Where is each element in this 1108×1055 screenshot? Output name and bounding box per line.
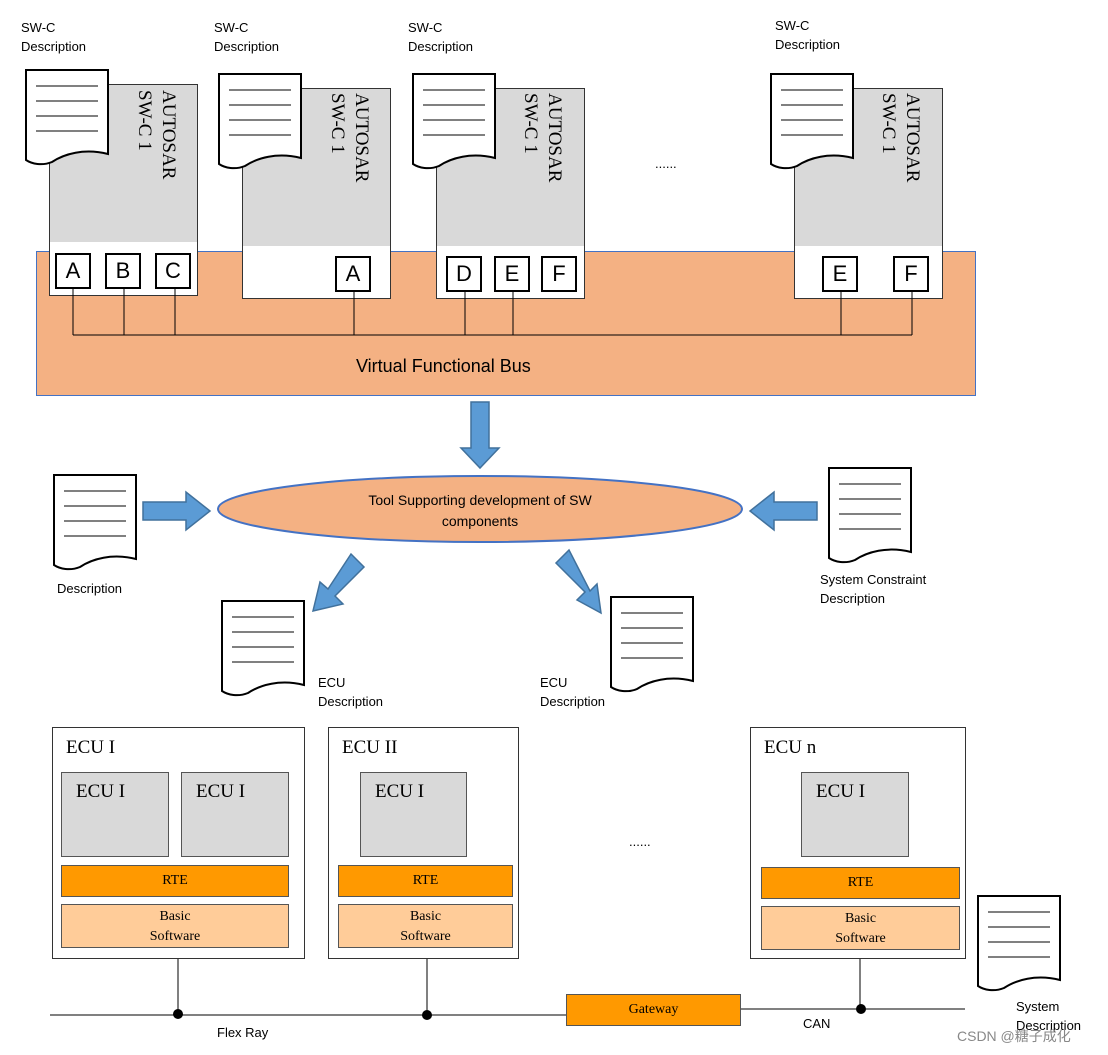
swc-name-1: AUTOSAR SW-C 1 xyxy=(134,90,179,180)
arrow-right-icon xyxy=(142,490,212,532)
ecu1-component-2: ECU I xyxy=(181,772,289,857)
system-constraint-label: System Constraint Description xyxy=(820,572,927,606)
swc-doc-2 xyxy=(218,73,302,170)
system-constraint-doc xyxy=(828,467,912,564)
arrow-left-icon xyxy=(748,490,818,532)
can-label: CAN xyxy=(803,1016,831,1031)
ecun-component-1-label: ECU I xyxy=(816,781,866,802)
ecun-component-1: ECU I xyxy=(801,772,909,857)
swc-doc-4 xyxy=(770,73,854,170)
swc-name-2: AUTOSAR SW-C 1 xyxy=(327,93,372,183)
description-doc xyxy=(53,474,137,571)
ecu-title-1: ECU I xyxy=(66,737,116,758)
swc-description-label-2: SW-C Description xyxy=(214,20,280,54)
system-description-label: System Description xyxy=(1016,999,1082,1033)
ecu1-basic-software: Basic Software xyxy=(61,904,289,948)
arrow-down-left-icon xyxy=(311,552,366,613)
swc-description-label-3: SW-C Description xyxy=(408,20,474,54)
swc-name-3: AUTOSAR SW-C 1 xyxy=(520,93,565,183)
ecu-title-n: ECU n xyxy=(764,737,817,758)
ecu-ellipsis: ...... xyxy=(629,834,651,849)
swc-description-label-4: SW-C Description xyxy=(775,18,841,52)
ecu-description-label-1: ECU Description xyxy=(318,675,384,709)
port-swc1-a: A xyxy=(55,253,91,289)
port-swc3-e: E xyxy=(494,256,530,292)
system-description-doc xyxy=(977,895,1061,992)
ecu2-component-1: ECU I xyxy=(360,772,467,857)
gateway: Gateway xyxy=(566,994,741,1026)
tool-ellipse xyxy=(217,475,743,543)
swc-doc-3 xyxy=(412,73,496,170)
ecu1-component-1-label: ECU I xyxy=(76,781,126,802)
arrow-down-icon xyxy=(459,401,501,470)
swc-ellipsis: ...... xyxy=(655,156,677,171)
ecu-doc-1 xyxy=(221,600,305,697)
swc-doc-1 xyxy=(25,69,109,166)
port-swc4-e: E xyxy=(822,256,858,292)
tool-label: Tool Supporting development of SW compon… xyxy=(368,492,592,529)
watermark: CSDN @糖子成化 xyxy=(957,1028,1071,1044)
ecu1-component-2-label: ECU I xyxy=(196,781,246,802)
ecu-bus xyxy=(50,958,965,1020)
description-label: Description xyxy=(57,581,123,596)
ecun-rte: RTE xyxy=(761,867,960,899)
port-swc3-f: F xyxy=(541,256,577,292)
port-swc2-a: A xyxy=(335,256,371,292)
ecu2-component-1-label: ECU I xyxy=(375,781,425,802)
ecu2-basic-software: Basic Software xyxy=(338,904,513,948)
port-swc4-f: F xyxy=(893,256,929,292)
ecu1-rte: RTE xyxy=(61,865,289,897)
ecu-description-label-2: ECU Description xyxy=(540,675,606,709)
port-swc1-b: B xyxy=(105,253,141,289)
ecu-doc-2 xyxy=(610,596,694,693)
ecun-basic-software: Basic Software xyxy=(761,906,960,950)
arrow-down-right-icon xyxy=(554,548,602,615)
flexray-label: Flex Ray xyxy=(217,1025,269,1040)
vfb-label: Virtual Functional Bus xyxy=(356,356,531,376)
ecu-title-2: ECU II xyxy=(342,737,398,758)
ecu2-rte: RTE xyxy=(338,865,513,897)
swc-name-4: AUTOSAR SW-C 1 xyxy=(878,93,923,183)
port-swc1-c: C xyxy=(155,253,191,289)
vfb-connectors xyxy=(72,288,913,336)
swc-description-label-1: SW-C Description xyxy=(21,20,87,54)
port-swc3-d: D xyxy=(446,256,482,292)
ecu1-component-1: ECU I xyxy=(61,772,169,857)
